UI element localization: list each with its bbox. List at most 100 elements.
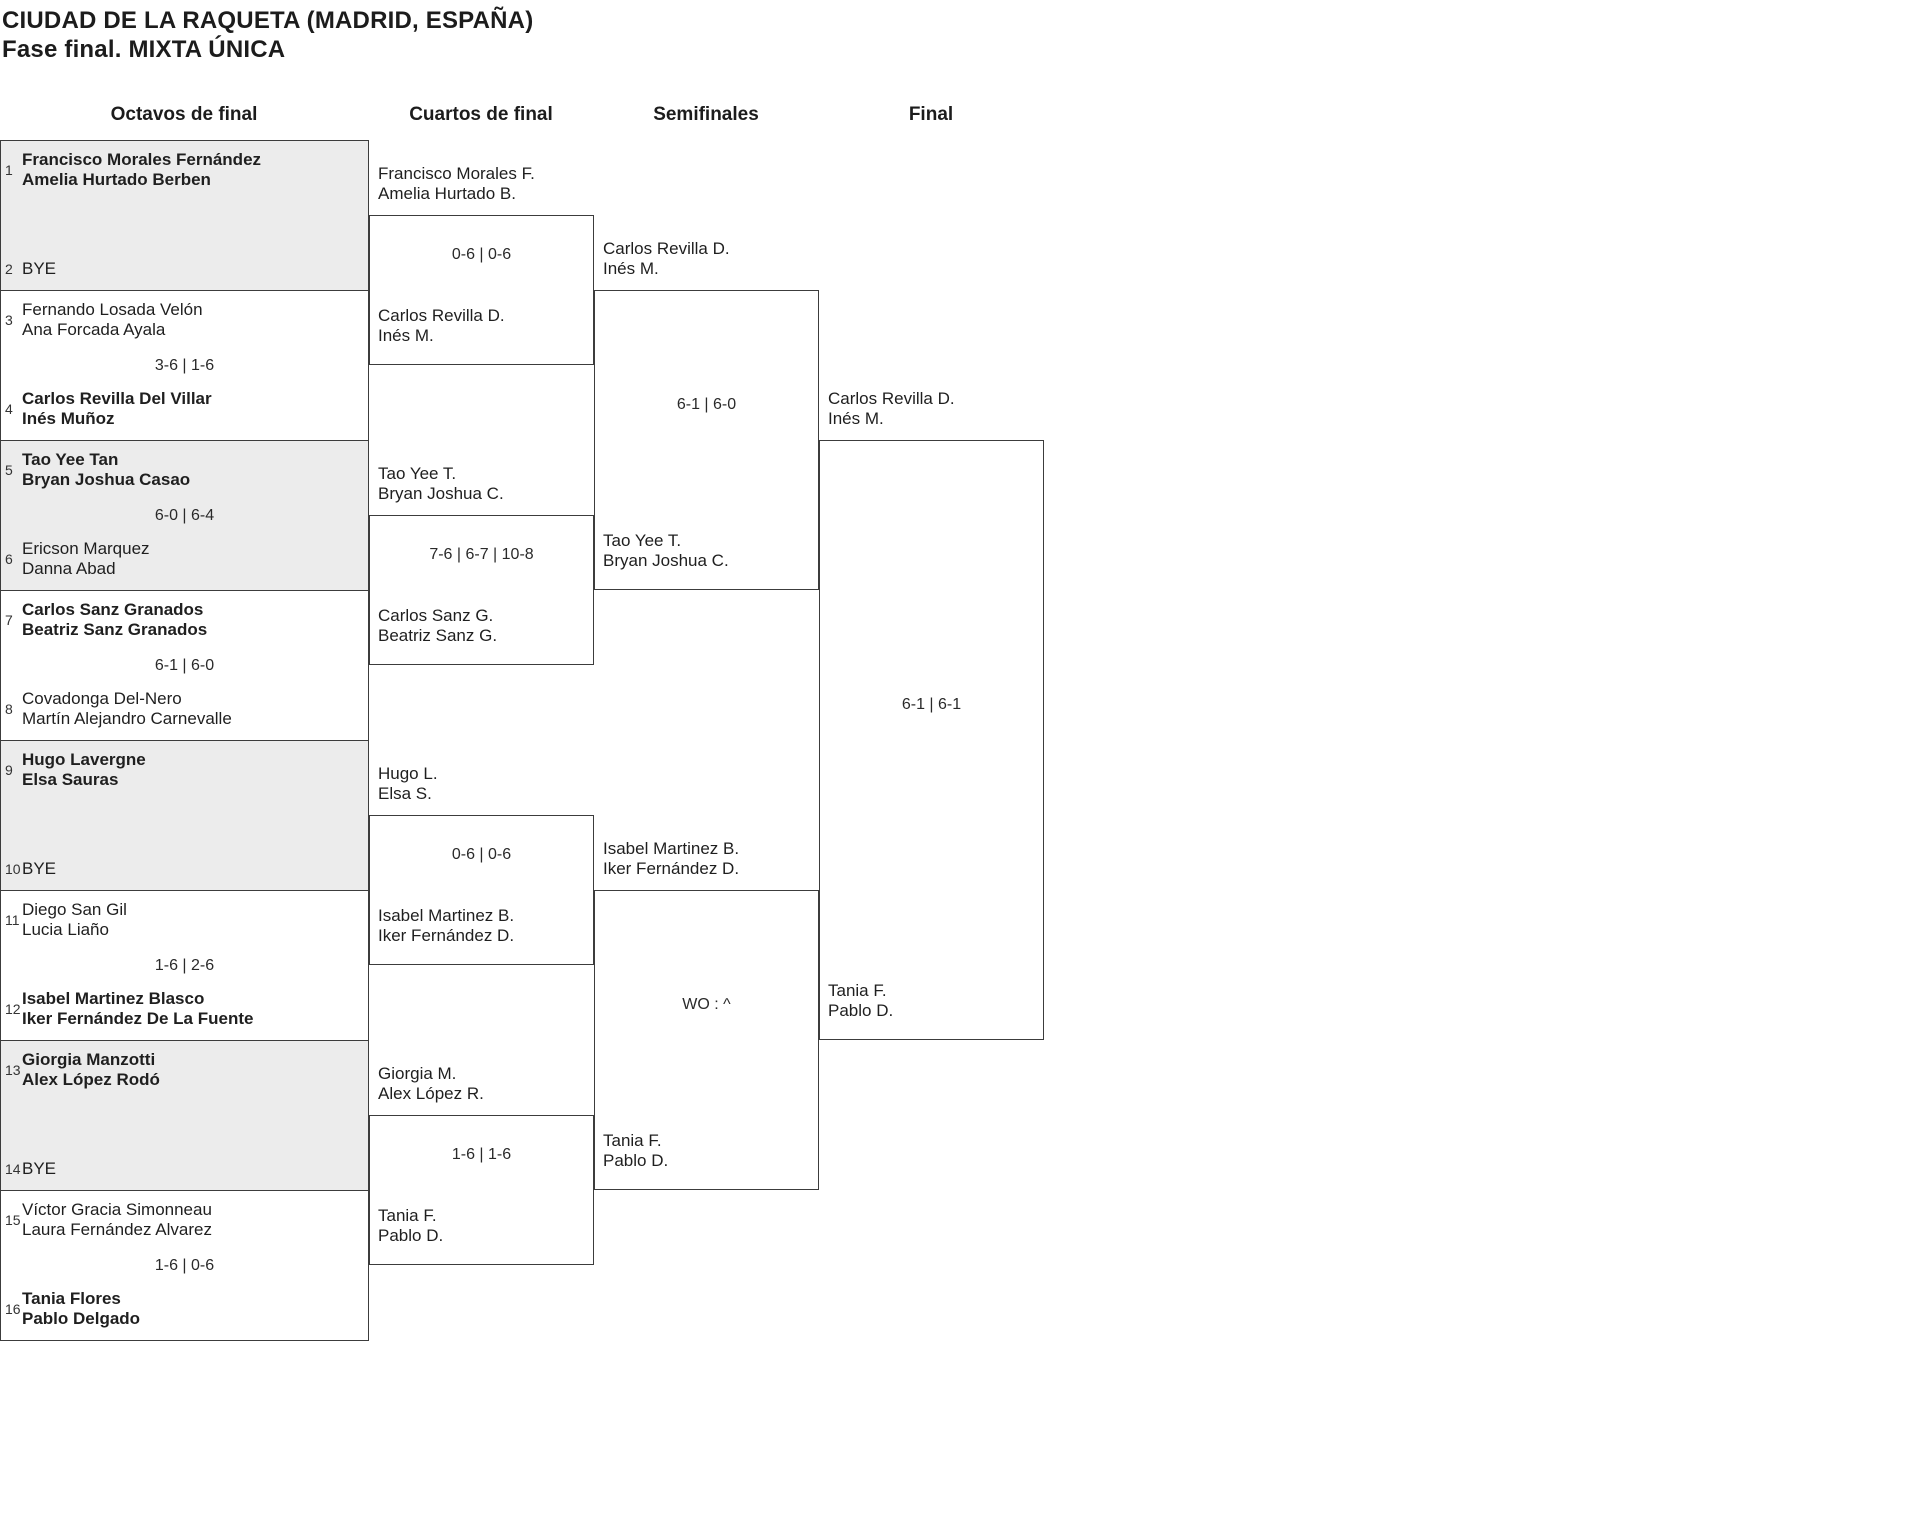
player-name: Víctor Gracia Simonneau	[22, 1200, 212, 1219]
player-name: Beatriz Sanz G.	[378, 626, 498, 645]
player-name: Lucia Liaño	[22, 920, 109, 939]
player-name: Elsa Sauras	[22, 770, 119, 789]
tournament-name: CIUDAD DE LA RAQUETA (MADRID, ESPAÑA)	[2, 7, 534, 34]
seed-number: 5	[5, 462, 13, 478]
match-score: 0-6 | 0-6	[451, 846, 512, 863]
player-name: Carlos Revilla D.	[828, 389, 955, 408]
player-name: Giorgia Manzotti	[22, 1050, 156, 1069]
team-pair: 7 Carlos Sanz Granados Beatriz Sanz Gran…	[5, 600, 362, 640]
player-name: Amelia Hurtado Berben	[22, 170, 211, 189]
team-pair: 3 Fernando Losada Velón Ana Forcada Ayal…	[5, 300, 362, 340]
seed-number: 6	[5, 551, 13, 567]
seed-number: 8	[5, 701, 13, 717]
player-name: Tania F.	[378, 1206, 437, 1225]
seed-number: 9	[5, 762, 13, 778]
team-label: Carlos Sanz G. Beatriz Sanz G.	[378, 606, 497, 646]
player-name: Tania Flores	[22, 1289, 121, 1308]
player-name: Carlos Sanz G.	[378, 606, 494, 625]
seed-number: 12	[5, 1001, 21, 1017]
player-name: Inés Muñoz	[22, 409, 115, 428]
player-name: Alex López Rodó	[22, 1070, 160, 1089]
player-name: Pablo Delgado	[22, 1309, 141, 1328]
team-label: Tania F. Pablo D.	[378, 1206, 443, 1246]
player-name: Inés M.	[828, 409, 884, 428]
player-name: Elsa S.	[378, 784, 432, 803]
match-score: 7-6 | 6-7 | 10-8	[429, 546, 534, 563]
player-name: BYE	[22, 1159, 57, 1178]
player-name: Covadonga Del-Nero	[22, 689, 182, 708]
team-pair: 8 Covadonga Del-Nero Martín Alejandro Ca…	[5, 689, 362, 729]
match-score: 1-6 | 1-6	[451, 1146, 512, 1163]
player-name: Isabel Martinez B.	[603, 839, 740, 858]
match-score: 1-6 | 2-6	[154, 956, 215, 974]
match-score: 0-6 | 0-6	[451, 246, 512, 263]
player-name: Ericson Marquez	[22, 539, 150, 558]
team-label: Isabel Martinez B. Iker Fernández D.	[603, 839, 739, 879]
player-name: Inés M.	[603, 259, 659, 278]
player-name: Martín Alejandro Carnevalle	[22, 709, 232, 728]
seed-number: 14	[5, 1161, 21, 1177]
player-name: Iker Fernández D.	[603, 859, 740, 878]
seed-number: 16	[5, 1301, 21, 1317]
player-name: Tania F.	[828, 981, 887, 1000]
team-pair: 14 BYE	[5, 1159, 362, 1179]
round-header-final: Final	[908, 104, 954, 125]
r16-match-1: 1 Francisco Morales Fernández Amelia Hur…	[0, 140, 369, 291]
team-pair: 2 BYE	[5, 259, 362, 279]
team-pair: 11 Diego San Gil Lucia Liaño	[5, 900, 362, 940]
player-name: Carlos Revilla Del Villar	[22, 389, 212, 408]
sf-match-1: Carlos Revilla D. Inés M. 6-1 | 6-0 Tao …	[594, 239, 819, 590]
player-name: Carlos Revilla D.	[378, 306, 505, 325]
player-name: Bryan Joshua C.	[603, 551, 729, 570]
qf-match-3: Hugo L. Elsa S. 0-6 | 0-6 Isabel Martine…	[369, 764, 594, 965]
team-pair: 1 Francisco Morales Fernández Amelia Hur…	[5, 150, 362, 190]
team-label: Francisco Morales F. Amelia Hurtado B.	[378, 164, 535, 204]
qf-match-4: Giorgia M. Alex López R. 1-6 | 1-6 Tania…	[369, 1064, 594, 1265]
player-name: Hugo Lavergne	[22, 750, 146, 769]
team-pair: 13 Giorgia Manzotti Alex López Rodó	[5, 1050, 362, 1090]
player-name: Francisco Morales Fernández	[22, 150, 262, 169]
team-label: Tao Yee T. Bryan Joshua C.	[603, 531, 729, 571]
player-name: Iker Fernández De La Fuente	[22, 1009, 254, 1028]
team-pair: 6 Ericson Marquez Danna Abad	[5, 539, 362, 579]
player-name: Pablo D.	[828, 1001, 894, 1020]
match-score: 6-1 | 6-0	[154, 656, 215, 674]
player-name: BYE	[22, 859, 57, 878]
team-pair: 12 Isabel Martinez Blasco Iker Fernández…	[5, 989, 362, 1029]
team-pair: 9 Hugo Lavergne Elsa Sauras	[5, 750, 362, 790]
match-score: 6-0 | 6-4	[154, 506, 215, 524]
team-label: Carlos Revilla D. Inés M.	[378, 306, 505, 346]
player-name: Carlos Revilla D.	[603, 239, 730, 258]
team-label: Tania F. Pablo D.	[828, 981, 893, 1021]
match-score: 3-6 | 1-6	[154, 356, 215, 374]
player-name: Iker Fernández D.	[378, 926, 515, 945]
r16-match-7: 13 Giorgia Manzotti Alex López Rodó 14 B…	[0, 1040, 369, 1191]
r16-match-4: 7 Carlos Sanz Granados Beatriz Sanz Gran…	[0, 590, 369, 741]
player-name: Bryan Joshua Casao	[22, 470, 191, 489]
final-match: Carlos Revilla D. Inés M. 6-1 | 6-1 Tani…	[819, 389, 1044, 1040]
team-label: Giorgia M. Alex López R.	[378, 1064, 484, 1104]
seed-number: 11	[5, 912, 20, 928]
r16-match-2: 3 Fernando Losada Velón Ana Forcada Ayal…	[0, 290, 369, 441]
team-label: Hugo L. Elsa S.	[378, 764, 438, 804]
seed-number: 4	[5, 401, 13, 417]
phase-name: Fase final. MIXTA ÚNICA	[2, 36, 286, 63]
player-name: Tania F.	[603, 1131, 662, 1150]
match-score: WO : ^	[682, 996, 731, 1013]
player-name: Alex López R.	[378, 1084, 484, 1103]
r16-match-8: 15 Víctor Gracia Simonneau Laura Fernánd…	[0, 1190, 369, 1341]
r16-match-3: 5 Tao Yee Tan Bryan Joshua Casao 6-0 | 6…	[0, 440, 369, 591]
player-name: Francisco Morales F.	[378, 164, 535, 183]
team-label: Carlos Revilla D. Inés M.	[828, 389, 955, 429]
player-name: Tao Yee T.	[378, 464, 457, 483]
player-name: Beatriz Sanz Granados	[22, 620, 208, 639]
player-name: Tao Yee Tan	[22, 450, 119, 469]
round-header-semifinales: Semifinales	[653, 104, 759, 125]
player-name: Danna Abad	[22, 559, 116, 578]
player-name: Inés M.	[378, 326, 434, 345]
player-name: Isabel Martinez Blasco	[22, 989, 205, 1008]
player-name: Ana Forcada Ayala	[22, 320, 166, 339]
seed-number: 3	[5, 312, 13, 328]
player-name: Pablo D.	[378, 1226, 444, 1245]
seed-number: 2	[5, 261, 13, 277]
